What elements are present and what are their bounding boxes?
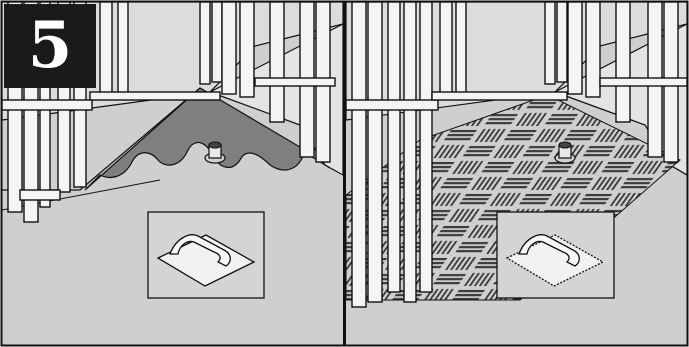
corner-stud-wall — [567, 2, 687, 163]
notched-trowel-inset — [496, 211, 615, 299]
back-stud-wall — [89, 2, 223, 101]
step-number-badge: 5 — [4, 4, 96, 88]
back-stud-wall — [431, 2, 568, 101]
drain-opening — [558, 141, 572, 149]
flat-trowel-icon — [156, 234, 256, 287]
right-panel — [346, 2, 687, 345]
left-stud-wall — [346, 2, 439, 308]
corner-stud-wall — [221, 2, 336, 163]
drain-opening — [208, 141, 222, 149]
notched-trowel-icon — [505, 234, 605, 287]
mortar-layer — [84, 87, 306, 191]
flat-trowel-inset — [147, 211, 265, 299]
